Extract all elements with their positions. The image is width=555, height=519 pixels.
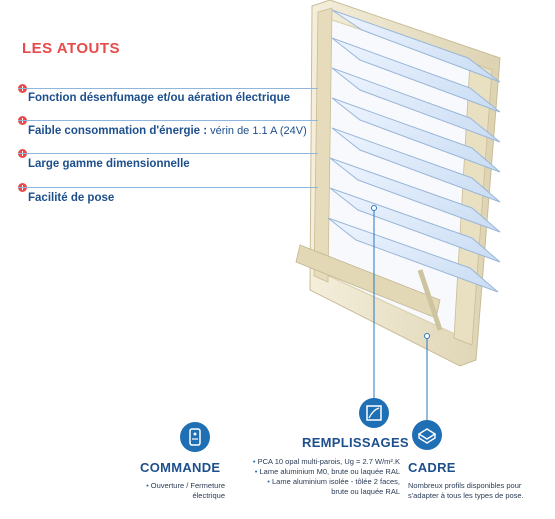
remplissages-title: REMPLISSAGES <box>302 435 409 450</box>
feature-divider <box>18 88 318 89</box>
cadre-line: s'adapter à tous les types de pose. <box>408 491 524 500</box>
callout-lines <box>371 205 430 420</box>
remote-control-icon <box>180 422 210 452</box>
cadre-title: CADRE <box>408 460 456 475</box>
feature-divider <box>18 120 318 121</box>
frame-left-rail <box>313 7 333 283</box>
feature-item: Fonction désenfumage et/ou aération élec… <box>28 92 290 104</box>
remplissages-line: PCA 10 opal multi-parois, Ug = 2.7 W/m².… <box>230 457 400 467</box>
remplissages-line: Lame aluminium isolée - tôlée 2 faces, <box>230 477 400 487</box>
commande-line: électrique <box>192 491 225 500</box>
cadre-line: Nombreux profils disponibles pour <box>408 481 522 490</box>
remplissages-line: Lame aluminium M0, brute ou laquée RAL <box>230 467 401 477</box>
louvre-blades <box>327 9 501 293</box>
remplissages-text: PCA 10 opal multi-parois, Ug = 2.7 W/m².… <box>230 457 400 497</box>
frame-profile-icon <box>412 420 442 450</box>
actuator-arm <box>417 269 443 331</box>
feature-item: Faible consommation d'énergie : vérin de… <box>28 125 307 137</box>
cadre-text: Nombreux profils disponibles pour s'adap… <box>408 481 548 501</box>
atouts-title: LES ATOUTS <box>22 40 121 57</box>
feature-divider <box>18 153 318 154</box>
panel-fill-icon <box>359 398 389 428</box>
feature-divider <box>18 187 318 188</box>
commande-line: Ouverture / Fermeture <box>130 481 225 491</box>
commande-title: COMMANDE <box>140 460 221 475</box>
feature-item: Large gamme dimensionnelle <box>28 158 190 170</box>
commande-text: Ouverture / Fermeture électrique <box>130 481 225 501</box>
remplissages-line: brute ou laquée RAL <box>331 487 400 496</box>
feature-item: Facilité de pose <box>28 192 115 204</box>
